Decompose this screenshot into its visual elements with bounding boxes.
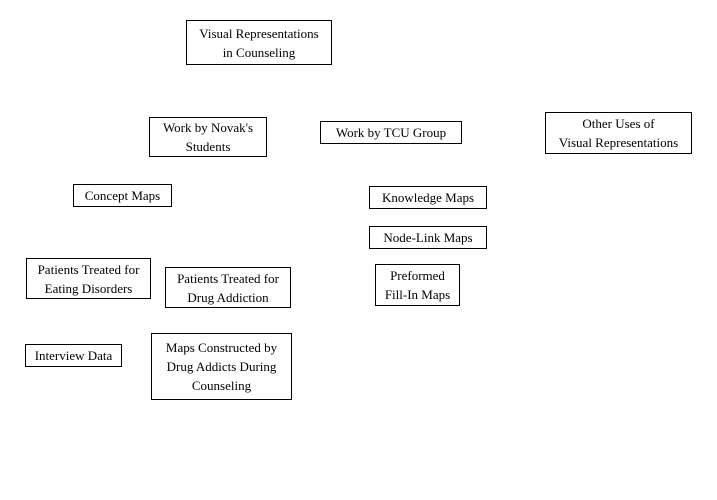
node-maps-constructed-by-drug-addicts-during-counseling[interactable]: Maps Constructed by Drug Addicts During …	[151, 333, 292, 400]
node-work-by-novaks-students[interactable]: Work by Novak's Students	[149, 117, 267, 157]
node-visual-representations-in-counseling[interactable]: Visual Representations in Counseling	[186, 20, 332, 65]
node-concept-maps[interactable]: Concept Maps	[73, 184, 172, 207]
node-patients-treated-for-eating-disorders[interactable]: Patients Treated for Eating Disorders	[26, 258, 151, 299]
node-patients-treated-for-drug-addiction[interactable]: Patients Treated for Drug Addiction	[165, 267, 291, 308]
node-other-uses-of-visual-representations[interactable]: Other Uses of Visual Representations	[545, 112, 692, 154]
node-work-by-tcu-group[interactable]: Work by TCU Group	[320, 121, 462, 144]
node-node-link-maps[interactable]: Node-Link Maps	[369, 226, 487, 249]
node-knowledge-maps[interactable]: Knowledge Maps	[369, 186, 487, 209]
node-interview-data[interactable]: Interview Data	[25, 344, 122, 367]
node-preformed-fill-in-maps[interactable]: Preformed Fill-In Maps	[375, 264, 460, 306]
